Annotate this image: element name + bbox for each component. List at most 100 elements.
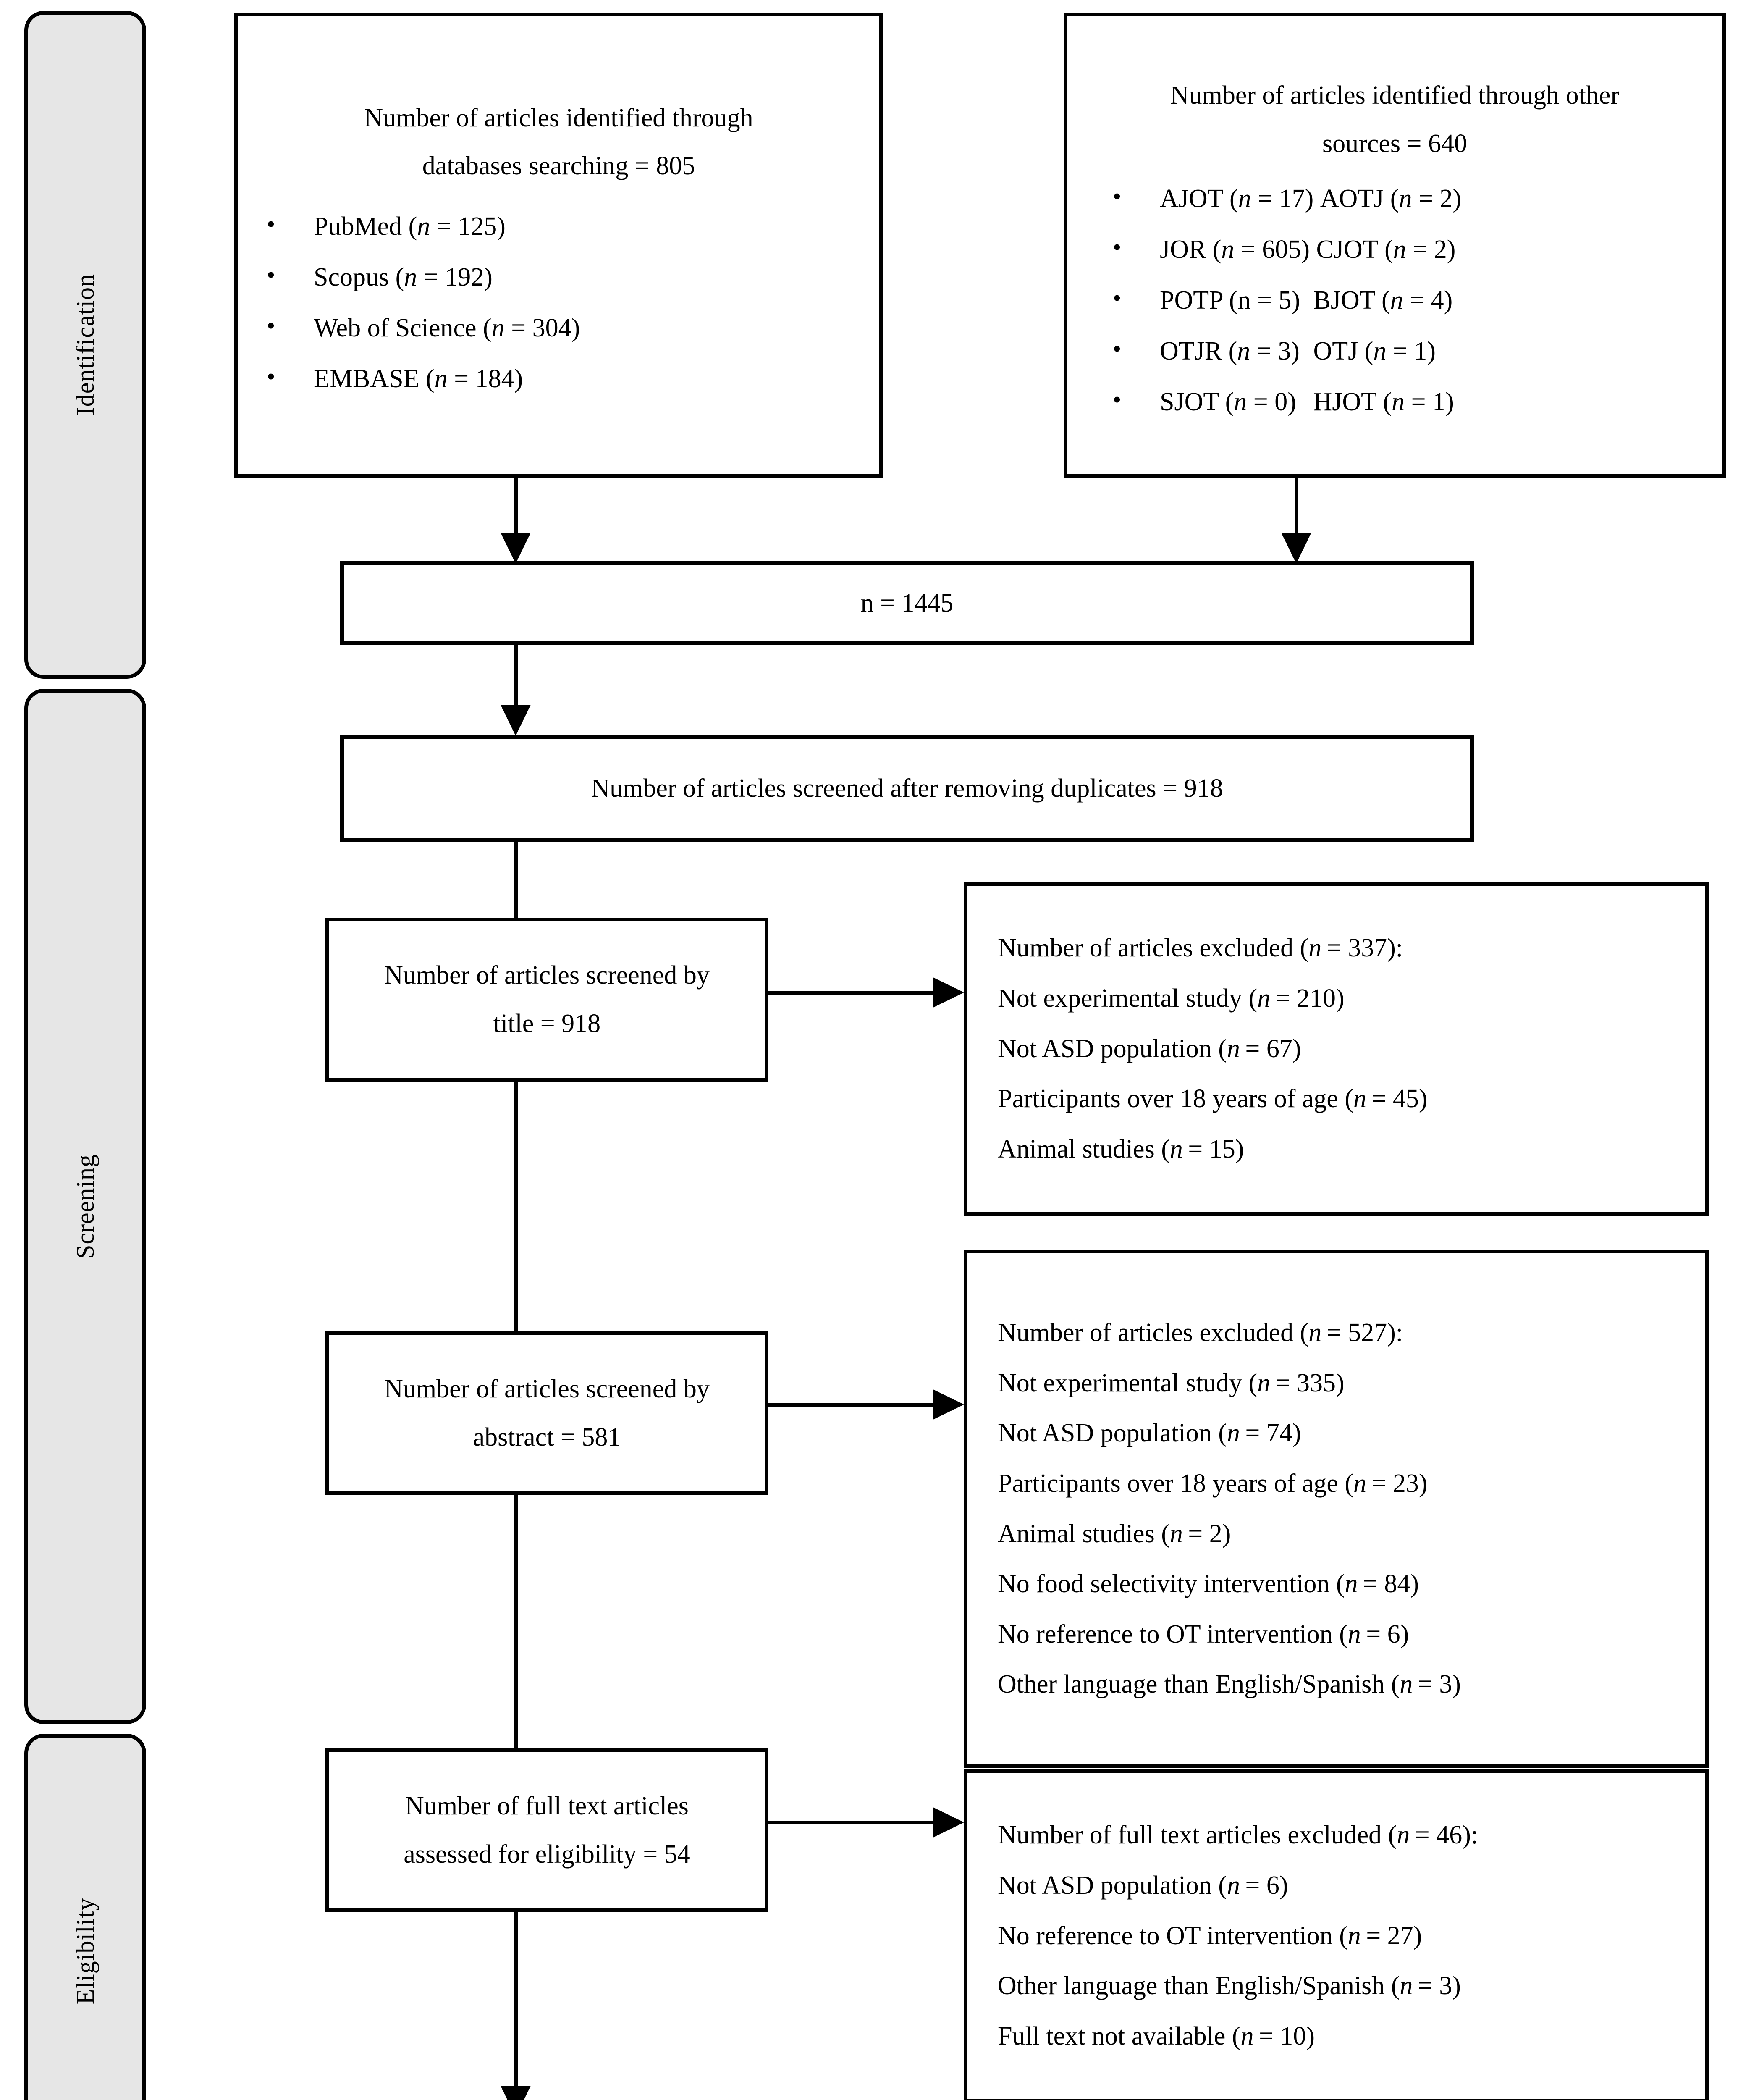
journal-name: JOR — [1160, 235, 1206, 264]
abstract-excluded-reason: Participants over 18 years of age (n = 2… — [998, 1469, 1428, 1498]
databases-heading-line2: databases searching = 805 — [422, 152, 695, 181]
journal-pair-left: OTJR (n = 3) — [1160, 337, 1300, 366]
journal-name: CJOT — [1316, 235, 1378, 264]
list-item: Scopus (n = 192) — [242, 251, 875, 303]
database-name: EMBASE — [314, 364, 419, 393]
journal-pair-right: BJOT (n = 4) — [1313, 286, 1453, 315]
journal-name: OTJR — [1160, 337, 1222, 366]
screened-by-title-line1: Number of articles screened by — [384, 961, 710, 990]
connector-total-to-duplicates — [514, 645, 518, 712]
stage-rail-eligibility-label: Eligibility — [71, 1898, 99, 2005]
journal-pair-right: OTJ (n = 1) — [1313, 337, 1436, 366]
flow-spine-title-to-abstract — [514, 1082, 518, 1331]
abstract-excluded-reason: Not ASD population (n = 74) — [998, 1419, 1301, 1448]
title-excluded-reason: Animal studies (n = 15) — [998, 1134, 1244, 1163]
flow-spine-fulltext-to-included — [514, 1912, 518, 2093]
title-excluded-reason: Participants over 18 years of age (n = 4… — [998, 1084, 1428, 1113]
fulltext-eligibility-line2: assessed for eligibility = 54 — [404, 1840, 690, 1869]
abstract-excluded-reason: No food selectivity intervention (n = 84… — [998, 1570, 1419, 1599]
journal-count: 0 — [1274, 388, 1288, 417]
databases-source-list: PubMed (n = 125) Scopus (n = 192) Web of… — [242, 200, 875, 404]
title-excluded-reason: Not experimental study (n = 210) — [998, 984, 1345, 1013]
journal-pair-right: AOTJ (n = 2) — [1320, 184, 1462, 213]
connector-fulltext-to-excluded — [767, 1821, 935, 1824]
abstract-excluded-reason: No reference to OT intervention (n = 6) — [998, 1620, 1409, 1648]
journal-name: HJOT — [1313, 388, 1376, 417]
total-records-text: n = 1445 — [860, 588, 954, 617]
journal-name: POTP — [1160, 286, 1223, 315]
title-excluded-reason: Not ASD population (n = 67) — [998, 1034, 1301, 1063]
connector-abstract-to-excluded — [767, 1403, 935, 1407]
connector-databases-to-total — [514, 478, 518, 542]
journal-count: 605 — [1262, 235, 1301, 264]
journal-count: 2 — [1439, 184, 1453, 213]
database-name: Scopus — [314, 262, 389, 291]
list-item: Web of Science (n = 304) — [242, 302, 875, 354]
journal-count: 3 — [1278, 337, 1291, 366]
fulltext-eligibility-line1: Number of full text articles — [405, 1792, 689, 1821]
journal-pair-left: JOR (n = 605) — [1160, 235, 1310, 264]
fulltext-excluded-heading: Number of full text articles excluded (n… — [998, 1821, 1479, 1850]
abstract-excluded-reason: Other language than English/Spanish (n =… — [998, 1670, 1461, 1699]
list-item: AJOT (n = 17) AOTJ (n = 2) — [1088, 173, 1718, 224]
arrow-fulltext-to-included-icon — [501, 2086, 531, 2100]
flow-spine-duplicates-to-title — [514, 842, 518, 918]
screened-by-abstract-box: Number of articles screened by abstract … — [325, 1331, 768, 1495]
abstract-excluded-reason: Animal studies (n = 2) — [998, 1519, 1231, 1548]
journal-name: OTJ — [1313, 337, 1358, 366]
list-item: PubMed (n = 125) — [242, 200, 875, 252]
title-excluded-box: Number of articles excluded (n = 337): N… — [964, 882, 1709, 1216]
fulltext-excluded-reason: Not ASD population (n = 6) — [998, 1871, 1288, 1900]
screened-by-abstract-line2: abstract = 581 — [473, 1423, 621, 1452]
other-sources-heading-line2: sources = 640 — [1322, 129, 1467, 158]
journal-count: 17 — [1279, 184, 1305, 213]
flow-spine-abstract-to-fulltext — [514, 1495, 518, 1754]
stage-rail-identification: Identification — [24, 11, 146, 679]
journal-name: AOTJ — [1320, 184, 1384, 213]
arrow-fulltext-to-excluded-icon — [933, 1807, 964, 1838]
connector-other-sources-to-total — [1295, 478, 1298, 542]
fulltext-excluded-box: Number of full text articles excluded (n… — [964, 1769, 1709, 2100]
journal-count: 4 — [1431, 286, 1444, 315]
abstract-excluded-heading: Number of articles excluded (n = 527): — [998, 1318, 1403, 1347]
other-sources-heading-line1: Number of articles identified through ot… — [1170, 81, 1620, 110]
database-count: 192 — [445, 262, 484, 291]
list-item: EMBASE (n = 184) — [242, 353, 875, 404]
fulltext-eligibility-box: Number of full text articles assessed fo… — [325, 1748, 768, 1912]
screened-by-title-box: Number of articles screened by title = 9… — [325, 918, 768, 1082]
stage-rail-screening: Screening — [24, 689, 146, 1724]
abstract-excluded-box: Number of articles excluded (n = 527): N… — [964, 1250, 1709, 1768]
journal-count: 5 — [1278, 286, 1292, 315]
arrow-abstract-to-excluded-icon — [933, 1389, 964, 1420]
fulltext-excluded-reason: Full text not available (n = 10) — [998, 2021, 1315, 2050]
duplicates-removed-text: Number of articles screened after removi… — [591, 774, 1223, 803]
journal-count: 1 — [1414, 337, 1427, 366]
journal-pair-left: AJOT (n = 17) — [1160, 184, 1314, 213]
databases-identified-box: Number of articles identified through da… — [234, 13, 883, 478]
database-count: 304 — [532, 313, 571, 342]
database-name: Web of Science — [314, 313, 477, 342]
journal-name: BJOT — [1313, 286, 1375, 315]
journal-name: AJOT — [1160, 184, 1223, 213]
journal-count: 1 — [1432, 388, 1446, 417]
journal-pair-left: SJOT (n = 0) — [1160, 388, 1296, 417]
database-count: 184 — [475, 364, 514, 393]
list-item: JOR (n = 605) CJOT (n = 2) — [1088, 223, 1718, 275]
journal-name: SJOT — [1160, 388, 1219, 417]
list-item: OTJR (n = 3) OTJ (n = 1) — [1088, 325, 1718, 377]
fulltext-excluded-reason: No reference to OT intervention (n = 27) — [998, 1921, 1422, 1950]
screened-by-title-line2: title = 918 — [493, 1009, 601, 1038]
arrow-title-to-excluded-icon — [933, 977, 964, 1008]
database-count: 125 — [458, 212, 497, 241]
journal-pair-left: POTP (n = 5) — [1160, 286, 1300, 315]
abstract-excluded-reason: Not experimental study (n = 335) — [998, 1368, 1345, 1397]
stage-rail-eligibility: Eligibility — [24, 1734, 146, 2100]
stage-rail-identification-label: Identification — [71, 274, 99, 416]
journal-pair-right: HJOT (n = 1) — [1313, 388, 1454, 417]
journal-count: 2 — [1434, 235, 1447, 264]
arrow-databases-to-total-icon — [501, 533, 531, 564]
list-item: POTP (n = 5) BJOT (n = 4) — [1088, 274, 1718, 326]
journal-pair-right: CJOT (n = 2) — [1316, 235, 1456, 264]
duplicates-removed-box: Number of articles screened after removi… — [340, 735, 1474, 842]
